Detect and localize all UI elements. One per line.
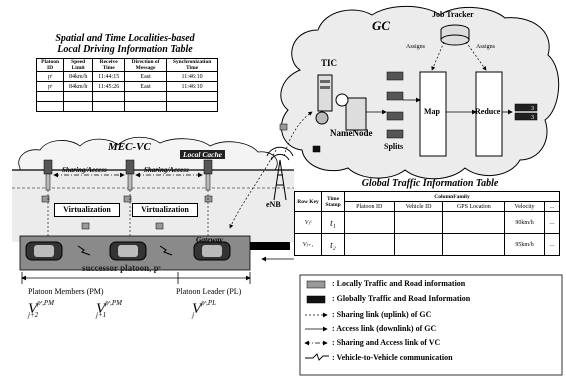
enb-label: eNB	[266, 200, 281, 209]
successor-platoon-label: successor platoon, pˢ	[82, 263, 161, 273]
col-speed-limit: Speed Limit	[64, 59, 93, 72]
job-tracker-db	[441, 25, 469, 45]
global-table-title: Global Traffic Information Table	[300, 178, 560, 189]
global-traffic-table: Row Key Time Stamp ColumnFamily Platoon …	[294, 191, 560, 256]
col-sync-time: Synchronization Time	[167, 59, 218, 72]
local-driving-table: Platoon ID Speed Limit Receive Time Dire…	[36, 58, 218, 112]
table-row: pˢ 84km/h 11:45:26 East 11:46:10	[37, 82, 218, 92]
virtualization-box-2: Virtualization	[132, 203, 198, 217]
map-label: Map	[424, 107, 440, 116]
job-tracker-label: Job Tracker	[432, 10, 474, 19]
assigns-label-2: Assigns	[476, 44, 495, 50]
col-row-key: Row Key	[295, 192, 322, 212]
vehicle-label-j: Vpˢ,PLj	[192, 300, 218, 318]
col-time-stamp: Time Stamp	[322, 192, 345, 212]
reduce-label: Reduce	[475, 107, 500, 116]
tic-label: TIC	[321, 58, 337, 68]
col-receive-time: Receive Time	[93, 59, 125, 72]
legend-globally: : Globally Traffic and Road Information	[332, 294, 470, 303]
svg-text:3: 3	[531, 115, 534, 121]
table-row	[37, 92, 218, 102]
car-2	[110, 242, 146, 260]
col-platoon-id: Platoon ID	[37, 59, 64, 72]
car-1	[26, 242, 62, 260]
legend-v2v: : Vehicle-to-Vehicle communication	[332, 353, 453, 362]
sharing-access-1: Sharing/Access	[62, 166, 107, 174]
table-row	[37, 102, 218, 112]
gateway-label: Gateway	[196, 235, 223, 244]
col-column-family: ColumnFamily	[345, 192, 560, 202]
legend-sharing-vc: : Sharing and Access link of VC	[332, 338, 440, 347]
table-row: Vⱼ₊₁ t₂ 95km/h ...	[295, 234, 560, 256]
table-row: pˢ 84km/h 11:44:15 East 11:46:10	[37, 72, 218, 82]
left-table-title-2: Local Driving Information Table	[35, 44, 215, 55]
local-cache-label: Local Cache	[180, 150, 225, 159]
sharing-access-2: Sharing/Access	[144, 166, 189, 174]
namenode-label: NameNode	[330, 128, 373, 138]
svg-text:3: 3	[531, 106, 534, 112]
platoon-leader-label: Platoon Leader (PL)	[176, 287, 241, 296]
platoon-members-label: Platoon Members (PM)	[28, 287, 104, 296]
splits-label: Splits	[384, 142, 403, 151]
mec-vc-title: MEC-VC	[108, 141, 151, 153]
virtualization-box-1: Virtualization	[54, 203, 120, 217]
vehicle-label-j1: Vpˢ,PMj+1	[96, 300, 132, 318]
legend-uplink: : Sharing link (uplink) of GC	[332, 310, 431, 319]
assigns-label-1: Assigns	[406, 44, 425, 50]
col-direction: Direction of Message	[125, 59, 167, 72]
tic-server	[318, 75, 332, 111]
left-table-title-1: Spatial and Time Localities-based	[35, 33, 215, 44]
table-row: Vⱼˢ t₁ 90km/h ...	[295, 212, 560, 234]
car-3	[194, 242, 230, 260]
legend-downlink: : Access link (downlink) of GC	[332, 324, 436, 333]
gc-title: GC	[372, 18, 390, 34]
legend-locally: : Locally Traffic and Road information	[332, 279, 465, 288]
vehicle-label-j2: Vpˢ,PMj+2	[28, 300, 64, 318]
